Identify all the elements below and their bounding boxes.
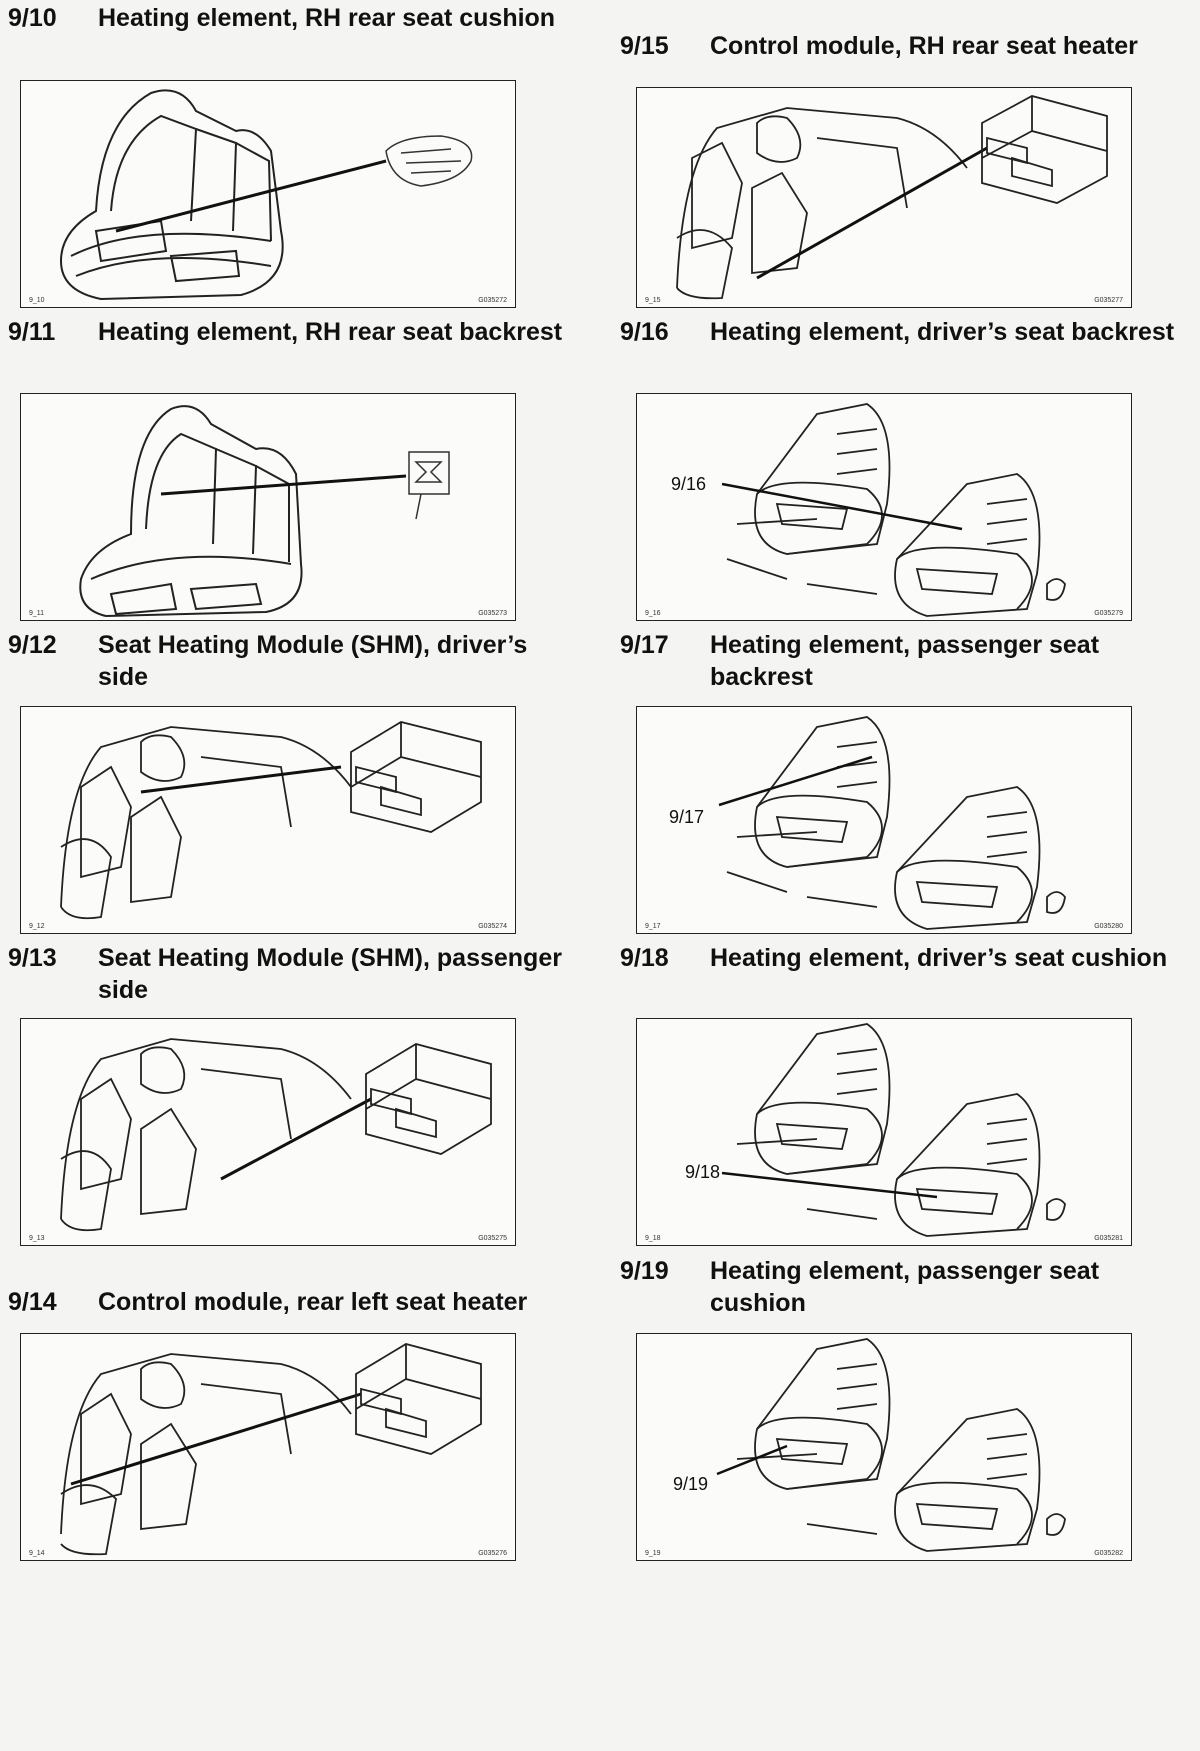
entry-title: Control module, rear left seat heater xyxy=(98,1288,528,1316)
module-illustration xyxy=(60,1038,492,1232)
callout-leader-line xyxy=(721,482,963,531)
front-seats-illustration xyxy=(721,1023,1066,1237)
callout-label: 9/18 xyxy=(685,1162,721,1182)
figure-code-left: 9_13 xyxy=(29,1235,45,1242)
figure-code-right: G035277 xyxy=(1094,297,1123,304)
figure-code-right: G035282 xyxy=(1094,1550,1123,1557)
entry-number: 9/10 xyxy=(8,4,57,32)
entry-number: 9/18 xyxy=(620,944,669,972)
callout-label: 9/19 xyxy=(673,1474,709,1494)
entry-number: 9/16 xyxy=(620,318,669,346)
figure-code-left: 9_12 xyxy=(29,923,45,930)
figure-front-seats-9-17: 9/17 9_17 G035280 xyxy=(636,706,1132,934)
figure-module-rear-left: 9_14 G035276 xyxy=(20,1333,516,1561)
figure-module-driver-side: 9_12 G035274 xyxy=(20,706,516,934)
rear-seat-backrest-illustration xyxy=(79,405,450,618)
figure-module-passenger-side: 9_13 G035275 xyxy=(20,1018,516,1246)
rear-seat-cushion-illustration xyxy=(59,89,473,301)
front-seats-illustration xyxy=(716,1338,1066,1552)
figure-code-right: G035272 xyxy=(478,297,507,304)
entry-title: Heating element, passenger seat cushion xyxy=(710,1257,1100,1317)
entry-title: Heating element, passenger seat backrest xyxy=(710,631,1100,691)
figure-code-right: G035276 xyxy=(478,1550,507,1557)
figure-front-seats-9-18: 9/18 9_18 G035281 xyxy=(636,1018,1132,1246)
entry-title: Heating element, RH rear seat backrest xyxy=(98,318,563,346)
figure-code-left: 9_10 xyxy=(29,297,45,304)
entry-number: 9/12 xyxy=(8,631,57,659)
callout-label: 9/16 xyxy=(671,474,707,494)
entry-number: 9/15 xyxy=(620,32,669,60)
entry-number: 9/19 xyxy=(620,1257,669,1285)
callout-leader-line xyxy=(718,755,873,807)
figure-code-right: G035281 xyxy=(1094,1235,1123,1242)
figure-front-seats-9-16: 9/16 9_16 G035279 xyxy=(636,393,1132,621)
figure-code-right: G035274 xyxy=(478,923,507,930)
front-seats-illustration xyxy=(718,716,1066,930)
entry-title: Seat Heating Module (SHM), driver’s side xyxy=(98,631,528,691)
figure-rear-seat-backrest: 9_11 G035273 xyxy=(20,393,516,621)
figure-code-left: 9_19 xyxy=(645,1550,661,1557)
figure-code-left: 9_18 xyxy=(645,1235,661,1242)
figure-code-right: G035280 xyxy=(1094,923,1123,930)
figure-front-seats-9-19: 9/19 9_19 G035282 xyxy=(636,1333,1132,1561)
entry-number: 9/14 xyxy=(8,1288,57,1316)
figure-code-right: G035273 xyxy=(478,610,507,617)
figure-rear-seat-cushion: 9_10 G035272 xyxy=(20,80,516,308)
figure-code-left: 9_17 xyxy=(645,923,661,930)
figure-code-left: 9_11 xyxy=(29,610,45,617)
entry-title: Control module, RH rear seat heater xyxy=(710,32,1138,60)
figure-code-right: G035275 xyxy=(478,1235,507,1242)
front-seats-illustration xyxy=(721,403,1066,617)
entry-title: Heating element, RH rear seat cushion xyxy=(98,4,556,32)
callout-leader-line xyxy=(721,1171,938,1199)
figure-code-left: 9_16 xyxy=(645,610,661,617)
figure-module-rh-rear: 9_15 G035277 xyxy=(636,87,1132,308)
entry-title: Heating element, driver’s seat cushion xyxy=(710,944,1168,972)
callout-leader-line xyxy=(716,1444,788,1476)
entry-number: 9/11 xyxy=(8,318,56,346)
entry-number: 9/17 xyxy=(620,631,669,659)
figure-code-left: 9_14 xyxy=(29,1550,45,1557)
entry-number: 9/13 xyxy=(8,944,57,972)
entry-title: Heating element, driver’s seat backrest xyxy=(710,318,1175,346)
figure-code-left: 9_15 xyxy=(645,297,661,304)
module-illustration xyxy=(60,1343,482,1556)
entry-title: Seat Heating Module (SHM), passenger sid… xyxy=(98,944,562,1004)
figure-code-right: G035279 xyxy=(1094,610,1123,617)
callout-label: 9/17 xyxy=(669,807,705,827)
module-illustration xyxy=(676,95,1108,300)
module-illustration xyxy=(60,721,482,920)
